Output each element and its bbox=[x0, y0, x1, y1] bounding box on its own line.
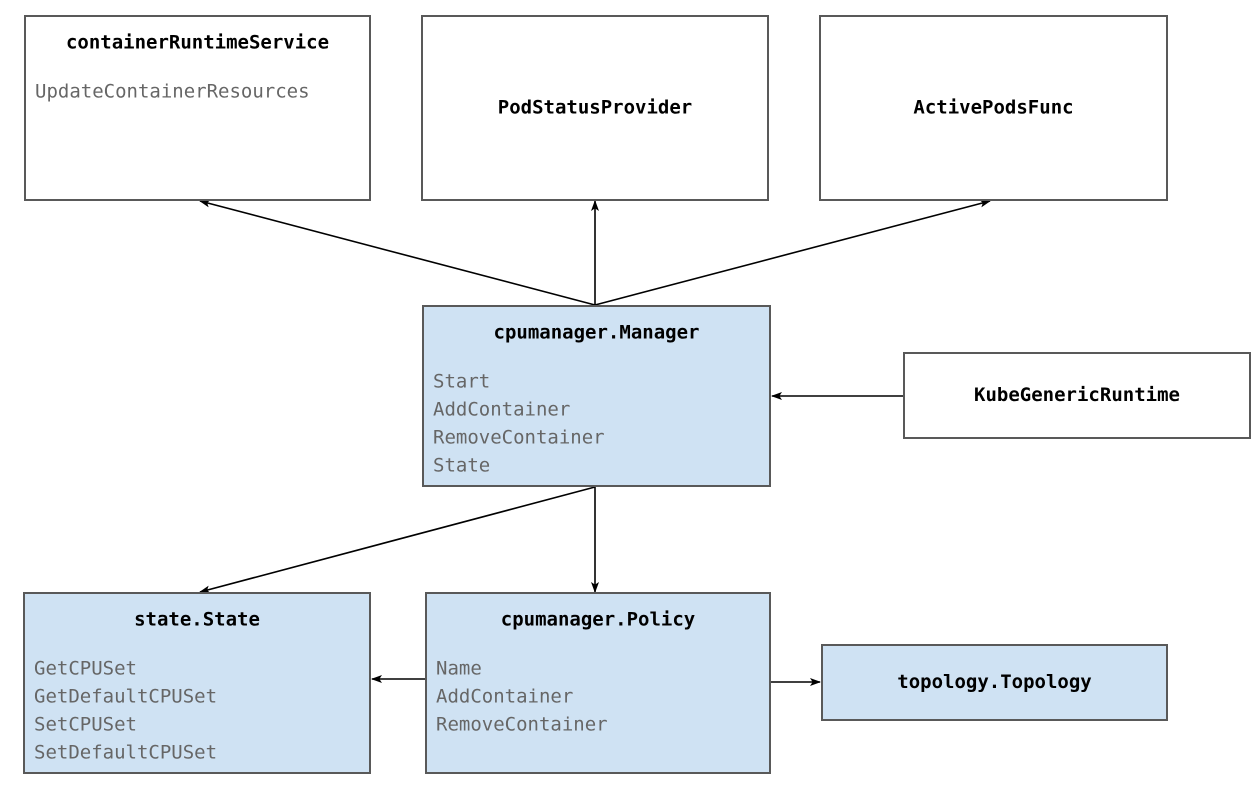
node-cpumanagerManager[interactable]: cpumanager.ManagerStartAddContainerRemov… bbox=[422, 305, 771, 487]
edge-manager-to-activePodsFunc bbox=[594, 199, 991, 306]
node-method-stateState-SetDefaultCPUSet: SetDefaultCPUSet bbox=[34, 742, 217, 764]
node-cpumanagerPolicy[interactable]: cpumanager.PolicyNameAddContainerRemoveC… bbox=[425, 592, 771, 774]
node-box-kubeGenericRuntime bbox=[903, 352, 1251, 439]
node-method-cpumanagerManager-State: State bbox=[433, 455, 490, 477]
node-activePodsFunc[interactable]: ActivePodsFunc bbox=[819, 15, 1168, 201]
node-containerRuntimeService[interactable]: containerRuntimeServiceUpdateContainerRe… bbox=[24, 15, 371, 201]
node-box-stateState bbox=[23, 592, 371, 774]
node-box-podStatusProvider bbox=[421, 15, 769, 201]
node-box-cpumanagerPolicy bbox=[425, 592, 771, 774]
node-box-topologyTopology bbox=[821, 644, 1168, 721]
node-podStatusProvider[interactable]: PodStatusProvider bbox=[421, 15, 769, 201]
edge-manager-to-stateState bbox=[199, 486, 596, 594]
node-method-stateState-GetCPUSet: GetCPUSet bbox=[34, 658, 137, 680]
node-title-cpumanagerManager: cpumanager.Manager bbox=[494, 322, 700, 344]
node-topologyTopology[interactable]: topology.Topology bbox=[821, 644, 1168, 721]
node-title-activePodsFunc: ActivePodsFunc bbox=[913, 97, 1073, 119]
node-title-topologyTopology: topology.Topology bbox=[897, 671, 1091, 693]
node-method-cpumanagerManager-RemoveContainer: RemoveContainer bbox=[433, 427, 605, 449]
node-title-stateState: state.State bbox=[134, 609, 260, 631]
nodes-layer: containerRuntimeServiceUpdateContainerRe… bbox=[23, 15, 1251, 774]
node-kubeGenericRuntime[interactable]: KubeGenericRuntime bbox=[903, 352, 1251, 439]
node-method-cpumanagerPolicy-RemoveContainer: RemoveContainer bbox=[436, 714, 608, 736]
node-method-stateState-SetCPUSet: SetCPUSet bbox=[34, 714, 137, 736]
node-title-containerRuntimeService: containerRuntimeService bbox=[66, 32, 329, 54]
node-method-containerRuntimeService-UpdateContainerResources: UpdateContainerResources bbox=[35, 81, 310, 103]
edges-layer bbox=[199, 199, 991, 686]
node-method-cpumanagerManager-AddContainer: AddContainer bbox=[433, 399, 570, 421]
edge-manager-to-containerRuntimeService bbox=[199, 199, 596, 306]
node-method-stateState-GetDefaultCPUSet: GetDefaultCPUSet bbox=[34, 686, 217, 708]
node-title-kubeGenericRuntime: KubeGenericRuntime bbox=[974, 384, 1180, 406]
node-box-containerRuntimeService bbox=[24, 15, 371, 201]
node-box-activePodsFunc bbox=[819, 15, 1168, 201]
node-title-cpumanagerPolicy: cpumanager.Policy bbox=[501, 609, 695, 631]
node-method-cpumanagerPolicy-Name: Name bbox=[436, 658, 482, 680]
node-method-cpumanagerManager-Start: Start bbox=[433, 371, 490, 393]
node-method-cpumanagerPolicy-AddContainer: AddContainer bbox=[436, 686, 573, 708]
node-box-cpumanagerManager bbox=[422, 305, 771, 487]
node-title-podStatusProvider: PodStatusProvider bbox=[498, 97, 692, 119]
node-stateState[interactable]: state.StateGetCPUSetGetDefaultCPUSetSetC… bbox=[23, 592, 371, 774]
